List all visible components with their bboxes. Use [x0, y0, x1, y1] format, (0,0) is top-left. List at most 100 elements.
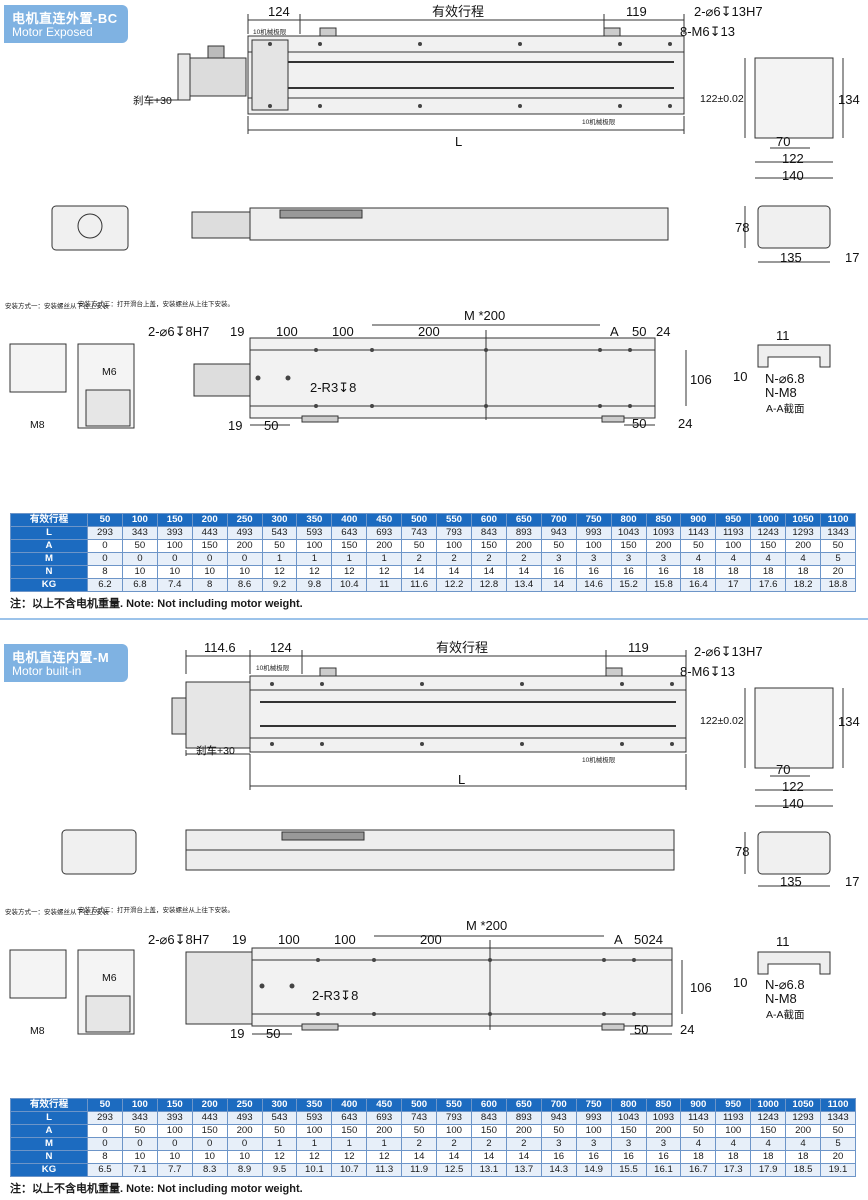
table-cell: 1193 [715, 526, 752, 540]
table-cell: 0 [87, 1124, 123, 1138]
table-cell: 11.9 [401, 1163, 438, 1177]
a-mark: A [614, 932, 623, 947]
table-cell: 18.5 [785, 1163, 822, 1177]
table-cell: 14.6 [575, 578, 612, 592]
table-cell: 6.8 [121, 578, 158, 592]
thread-top: 8-M6↧13 [680, 664, 735, 679]
table-cell: 16 [645, 565, 682, 579]
table-cell: 150 [610, 1124, 647, 1138]
table-cell: 16.4 [680, 578, 717, 592]
install-2: 安装方式二：打开滑台上盖，安装螺丝从上往下安装。 [78, 905, 234, 914]
table-cell: 50 [680, 1124, 717, 1138]
table-cell: 8 [87, 1150, 123, 1164]
table-cell: 17.3 [715, 1163, 752, 1177]
table-cell: 1 [331, 552, 368, 566]
stroke-cell: 650 [505, 513, 542, 527]
table-cell: 0 [191, 1137, 228, 1151]
w70: 70 [776, 762, 790, 777]
table-cell: 10 [191, 565, 228, 579]
table-cell: 10.4 [331, 578, 368, 592]
d24: 24 [656, 324, 670, 339]
table-cell: 17 [715, 578, 752, 592]
table-cell: 18 [715, 1150, 752, 1164]
stroke-cell: 750 [575, 513, 612, 527]
w122: 122 [782, 151, 804, 166]
table-cell: 18 [785, 1150, 822, 1164]
table-cell: 6.2 [87, 578, 123, 592]
table-cell: 1293 [785, 526, 822, 540]
aa-section: A-A截面 [766, 402, 805, 415]
table-cell: 10.1 [296, 1163, 333, 1177]
table-cell: 993 [575, 526, 612, 540]
table-cell: 14 [505, 565, 542, 579]
brake-dim: 刹车+30 [133, 94, 172, 107]
table-cell: 10 [156, 565, 193, 579]
table-cell: 150 [610, 539, 647, 553]
table-cell: 943 [540, 526, 577, 540]
table-cell: 50 [401, 1124, 438, 1138]
table-cell: 50 [261, 539, 298, 553]
table-cell: 1143 [680, 526, 717, 540]
pin-hole: 2-⌀6↧8H7 [148, 932, 209, 947]
table-cell: 18 [750, 1150, 787, 1164]
stroke-cell: 200 [191, 1098, 228, 1112]
h122: 122±0.02 [700, 715, 744, 727]
table-cell: 18 [680, 1150, 717, 1164]
end-view [754, 57, 834, 139]
table-cell: 2 [401, 1137, 438, 1151]
table-cell: 9.8 [296, 578, 333, 592]
stroke-cell: 900 [680, 1098, 717, 1112]
w140: 140 [782, 796, 804, 811]
stroke-cell: 1000 [750, 1098, 787, 1112]
table-cell: 50 [820, 1124, 856, 1138]
table-cell: 443 [191, 526, 228, 540]
table-cell: 7.1 [121, 1163, 158, 1177]
table-cell: 11.6 [401, 578, 438, 592]
row-label: N [10, 565, 88, 579]
table-cell: 1 [296, 552, 333, 566]
limit-top: 10机械极限 [253, 27, 287, 36]
table-cell: 293 [87, 1111, 123, 1125]
table-cell: 343 [121, 526, 158, 540]
stroke-cell: 550 [436, 1098, 472, 1112]
table-cell: 12 [366, 1150, 403, 1164]
table-cell: 12.5 [436, 1163, 472, 1177]
stroke-cell: 950 [715, 1098, 752, 1112]
d100a: 100 [278, 932, 300, 947]
table-cell: 13.4 [505, 578, 542, 592]
n68: N-⌀6.8 [765, 977, 805, 992]
w135: 135 [780, 250, 802, 265]
stroke-cell: 700 [540, 1098, 577, 1112]
stroke-cell: 300 [261, 513, 298, 527]
pin-hole: 2-⌀6↧8H7 [148, 324, 209, 339]
table-cell: 50 [820, 539, 856, 553]
row-label: M [10, 1137, 88, 1151]
table-cell: 8.3 [191, 1163, 228, 1177]
w122: 122 [782, 779, 804, 794]
table-cell: 793 [436, 526, 472, 540]
table-cell: 200 [645, 1124, 682, 1138]
table-cell: 3 [610, 1137, 647, 1151]
table-cell: 17.6 [750, 578, 787, 592]
table-cell: 0 [87, 552, 123, 566]
length-dim: L [455, 134, 462, 149]
dim-stroke: 有效行程 [436, 640, 488, 655]
stroke-cell: 100 [121, 1098, 158, 1112]
table-cell: 100 [715, 539, 752, 553]
stroke-cell: 650 [505, 1098, 542, 1112]
table-cell: 16 [610, 565, 647, 579]
row-label: KG [10, 1163, 88, 1177]
b24: 24 [678, 416, 692, 431]
table-cell: 18.2 [785, 578, 822, 592]
table-cell: 1243 [750, 526, 787, 540]
h134: 134 [838, 714, 860, 729]
row-label: M [10, 552, 88, 566]
thread-top: 8-M6↧13 [680, 24, 735, 39]
table-cell: 893 [505, 526, 542, 540]
table-cell: 10 [121, 1150, 158, 1164]
table-cell: 18 [785, 565, 822, 579]
